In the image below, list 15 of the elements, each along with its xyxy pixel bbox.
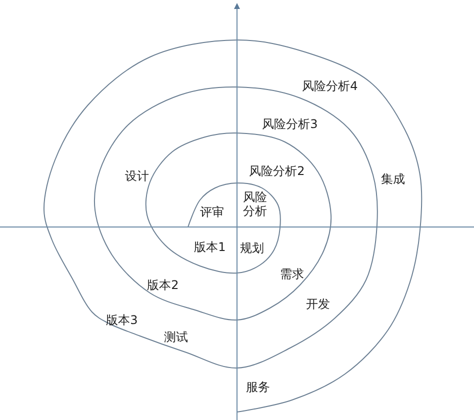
- phase-label: 版本1: [194, 241, 226, 255]
- phase-label: 开发: [306, 298, 330, 312]
- phase-label: 规划: [240, 242, 264, 256]
- phase-label: 版本2: [147, 279, 179, 293]
- phase-label: 风险分析: [243, 191, 267, 219]
- phase-label: 设计: [125, 170, 149, 184]
- phase-label: 需求: [280, 268, 304, 282]
- phase-label: 服务: [246, 381, 270, 395]
- phase-label: 评审: [200, 206, 224, 220]
- phase-label: 风险分析4: [302, 80, 358, 94]
- phase-label: 风险分析3: [262, 118, 318, 132]
- phase-label: 版本3: [106, 314, 138, 328]
- phase-label: 测试: [164, 331, 188, 345]
- phase-label: 集成: [381, 173, 405, 187]
- phase-label: 风险分析2: [249, 165, 305, 179]
